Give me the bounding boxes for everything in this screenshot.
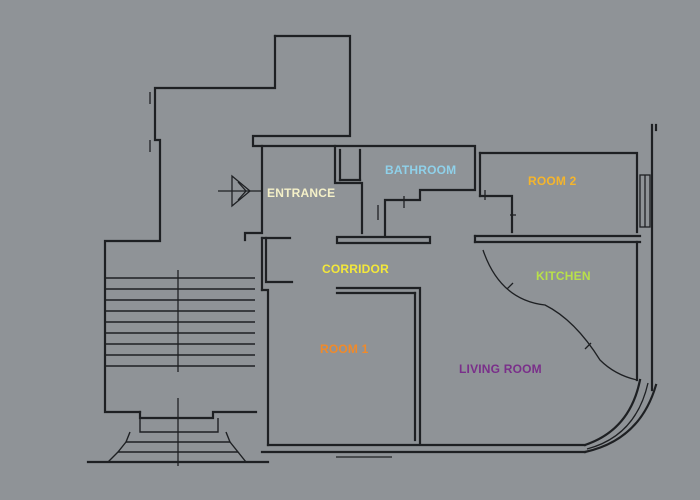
entrance-steps <box>86 418 270 464</box>
label-entrance: ENTRANCE <box>267 186 336 200</box>
entrance-arrow-icon <box>218 174 262 208</box>
label-living-room: LIVING ROOM <box>459 362 542 376</box>
label-bathroom: BATHROOM <box>385 163 457 177</box>
staircase <box>105 270 255 466</box>
label-room1: ROOM 1 <box>320 342 369 356</box>
apartment-walls <box>260 123 658 458</box>
label-corridor: CORRIDOR <box>322 262 389 276</box>
label-kitchen: KITCHEN <box>536 269 591 283</box>
label-room2: ROOM 2 <box>528 174 577 188</box>
